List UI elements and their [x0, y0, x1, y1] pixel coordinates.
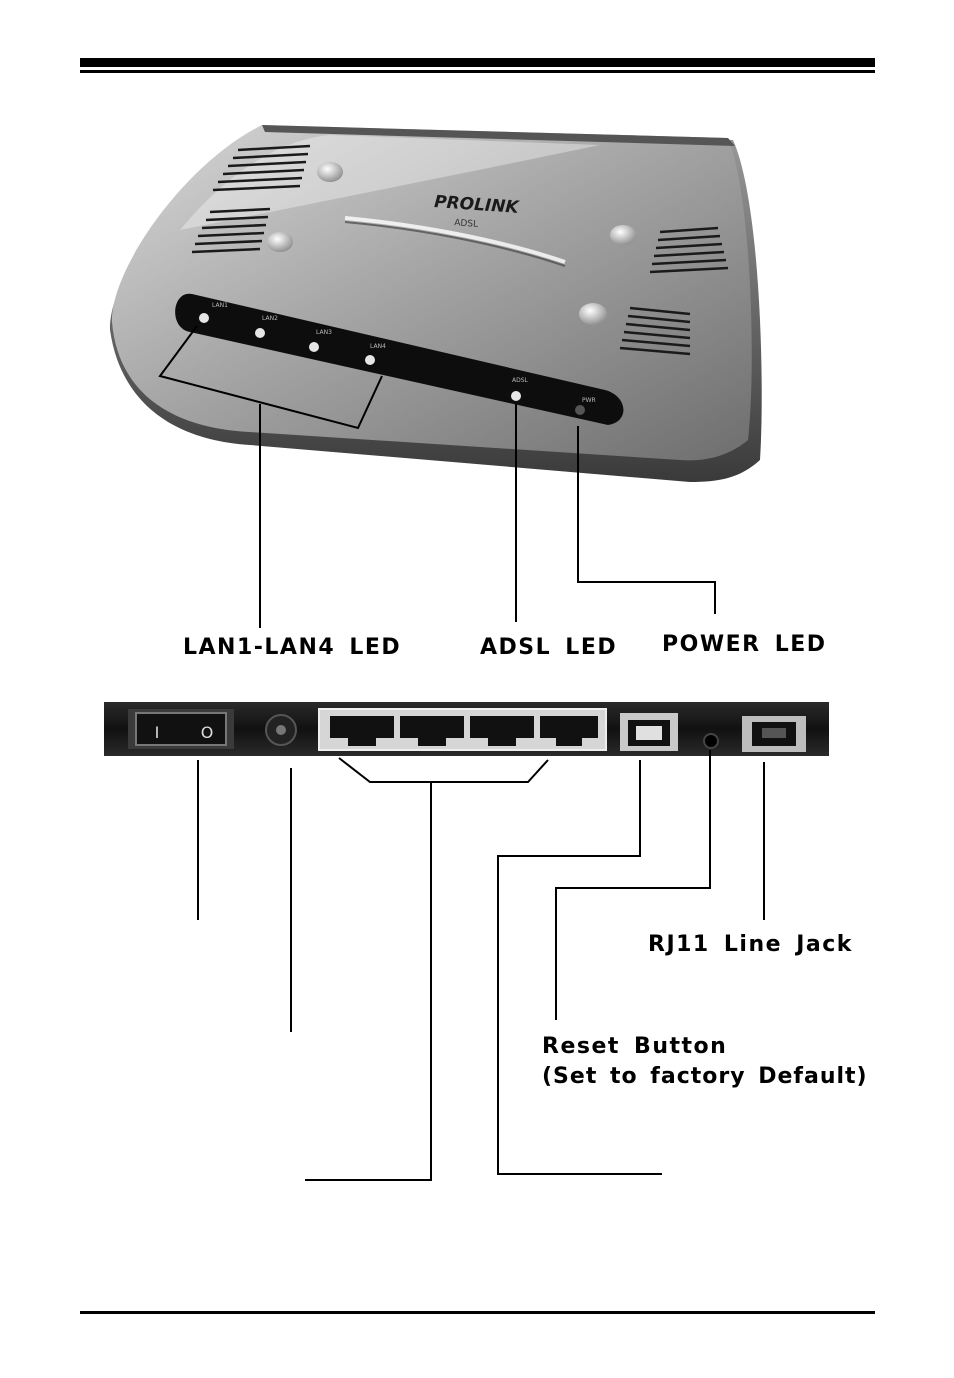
top-rule-thin [80, 70, 875, 73]
lan-port-1 [330, 716, 394, 746]
svg-text:LAN4: LAN4 [370, 343, 386, 350]
lan-port-2 [400, 716, 464, 746]
led-panel [175, 293, 624, 425]
led-power: PWR [575, 397, 596, 415]
router-front-view: PROLINK ADSL LAN1 LAN2 LAN3 LAN4 ADSL P [109, 125, 762, 482]
led-lan1: LAN1 [199, 302, 228, 323]
rj11-jack [742, 716, 806, 752]
power-switch: I O [128, 709, 234, 749]
label-rj11: RJ11 Line Jack [648, 932, 853, 957]
vent-grille-right-top [649, 226, 729, 274]
bump-3 [610, 225, 636, 245]
router-back-panel: I O [104, 702, 829, 756]
back-callout-lines [197, 750, 765, 1181]
center-groove [344, 216, 566, 264]
svg-text:I: I [155, 723, 160, 742]
svg-text:O: O [201, 723, 214, 742]
bump-2 [267, 232, 293, 252]
label-reset-line2: (Set to factory Default) [542, 1064, 868, 1089]
top-rule-thick [80, 58, 875, 67]
reset-hole [703, 733, 719, 749]
front-callout-lines [158, 325, 716, 628]
lan-port-4 [540, 716, 598, 746]
svg-text:LAN1: LAN1 [212, 302, 228, 309]
vent-grille-left-top [212, 144, 311, 192]
label-reset-line1: Reset Button [542, 1034, 727, 1059]
label-power-led: POWER LED [662, 632, 827, 657]
led-adsl: ADSL [511, 377, 529, 401]
lan-ports [318, 708, 607, 751]
vent-grille-right-bottom [619, 306, 691, 356]
svg-text:ADSL: ADSL [512, 377, 529, 384]
power-jack [265, 714, 297, 746]
lan-port-3 [470, 716, 534, 746]
led-lan2: LAN2 [255, 315, 278, 338]
vent-grille-left-bottom [191, 207, 271, 254]
svg-text:PWR: PWR [582, 397, 596, 404]
bottom-rule [80, 1311, 875, 1314]
svg-text:LAN2: LAN2 [262, 315, 278, 322]
led-lan3: LAN3 [309, 329, 332, 352]
led-lan4: LAN4 [365, 343, 386, 365]
usb-port [620, 713, 678, 751]
label-lan-led: LAN1-LAN4 LED [183, 635, 401, 660]
bump-4 [579, 303, 607, 325]
svg-text:LAN3: LAN3 [316, 329, 332, 336]
bump-1 [317, 162, 343, 182]
label-adsl-led: ADSL LED [480, 635, 617, 660]
model-label: ADSL [454, 218, 478, 230]
